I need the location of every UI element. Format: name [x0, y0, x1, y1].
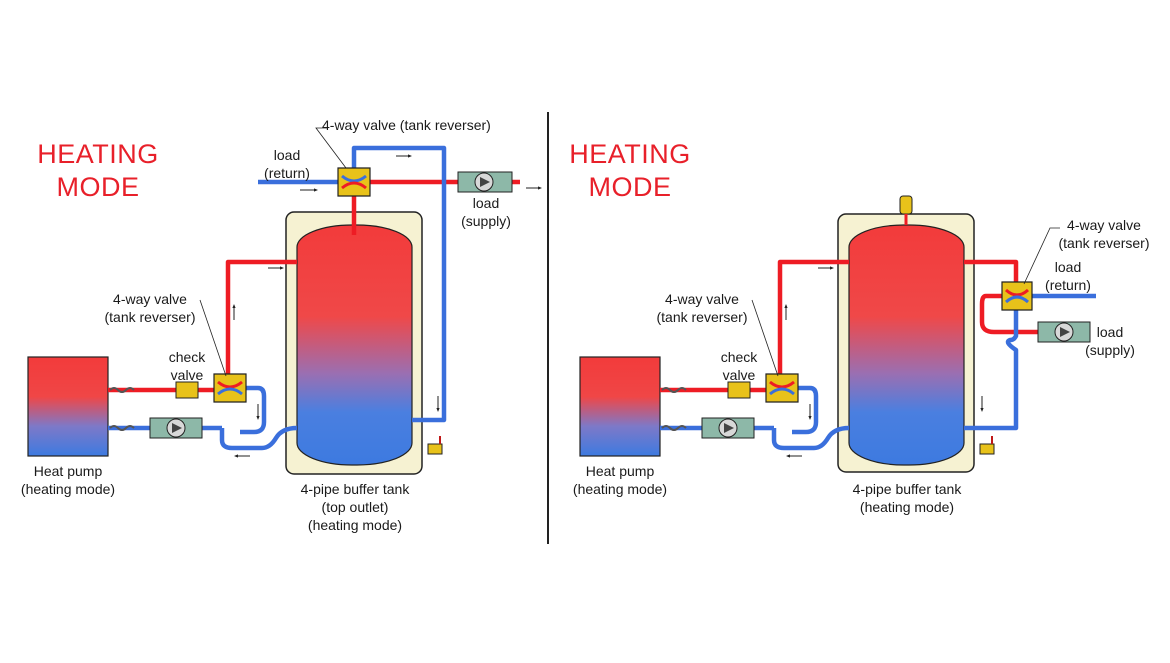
right-top-valve-line1: 4-way valve	[1067, 217, 1141, 233]
left-check-valve	[175, 381, 199, 399]
left-mode-line1: HEATING	[37, 139, 159, 169]
left-mode-line2: MODE	[56, 172, 140, 202]
right-tank-line1: 4-pipe buffer tank	[852, 481, 962, 497]
right-heat-pump-line2: (heating mode)	[572, 481, 668, 497]
right-load-return-line1: load	[1054, 259, 1082, 275]
right-flex-hoses	[661, 387, 687, 431]
right-drain-valve	[979, 436, 995, 455]
right-top-valve-label: 4-way valve (tank reverser)	[1052, 216, 1156, 252]
left-heat-pump-line2: (heating mode)	[20, 481, 116, 497]
left-side-valve-line2: (tank reverser)	[104, 309, 196, 325]
right-panel	[579, 195, 1096, 473]
left-side-valve-label: 4-way valve (tank reverser)	[98, 290, 202, 326]
right-mode-line1: HEATING	[569, 139, 691, 169]
right-check-valve	[727, 381, 751, 399]
left-hp-circulator	[149, 417, 203, 439]
left-load-supply-line1: load	[472, 195, 500, 211]
right-load-supply-label: load (supply)	[1080, 323, 1140, 359]
right-leader-lines	[751, 227, 1060, 377]
left-mode-title: HEATING MODE	[30, 138, 166, 204]
left-check-valve-line1: check	[168, 349, 206, 365]
right-load-circulator	[1037, 321, 1091, 343]
left-tank-label: 4-pipe buffer tank (top outlet) (heating…	[290, 480, 420, 534]
right-side-4way-valve	[765, 373, 799, 403]
right-hot-piping	[660, 259, 1090, 393]
right-heat-pump-label: Heat pump (heating mode)	[566, 462, 674, 498]
left-side-valve-line1: 4-way valve	[113, 291, 187, 307]
left-tank-line2: (top outlet)	[321, 499, 389, 515]
right-check-valve-line2: valve	[722, 367, 756, 383]
left-tank-line1: 4-pipe buffer tank	[300, 481, 410, 497]
left-tank	[296, 224, 413, 466]
left-flex-hoses	[109, 387, 135, 431]
panel-divider	[547, 112, 549, 544]
left-load-supply-label: load (supply)	[456, 194, 516, 230]
left-heat-pump-label: Heat pump (heating mode)	[14, 462, 122, 498]
right-heat-pump-line1: Heat pump	[585, 463, 655, 479]
right-side-valve-line2: (tank reverser)	[656, 309, 748, 325]
right-load-return-label: load (return)	[1036, 258, 1100, 294]
right-mode-title: HEATING MODE	[562, 138, 698, 204]
left-top-valve-label: 4-way valve (tank reverser)	[322, 117, 491, 133]
left-tank-line3: (heating mode)	[307, 517, 403, 533]
left-heat-pump-line1: Heat pump	[33, 463, 103, 479]
right-tank-label: 4-pipe buffer tank (heating mode)	[842, 480, 972, 516]
left-load-return-line1: load	[273, 147, 301, 163]
right-load-supply-line2: (supply)	[1085, 342, 1135, 358]
right-load-supply-line1: load	[1096, 324, 1124, 340]
left-load-circulator	[457, 171, 513, 193]
left-check-valve-line2: valve	[170, 367, 204, 383]
right-heat-pump	[579, 356, 661, 457]
right-side-valve-label: 4-way valve (tank reverser)	[650, 290, 754, 326]
right-hp-circulator	[701, 417, 755, 439]
right-air-vent	[899, 195, 913, 225]
left-load-return-label: load (return)	[258, 146, 316, 182]
left-leader-lines	[199, 127, 347, 377]
left-top-4way-valve	[337, 167, 371, 197]
left-check-valve-label: check valve	[158, 348, 216, 384]
left-load-supply-line2: (supply)	[461, 213, 511, 229]
right-load-return-line2: (return)	[1045, 277, 1091, 293]
right-mode-line2: MODE	[588, 172, 672, 202]
right-check-valve-label: check valve	[710, 348, 768, 384]
right-check-valve-line1: check	[720, 349, 758, 365]
right-tank	[848, 224, 965, 466]
right-flow-arrows	[784, 266, 984, 458]
right-tank-line2: (heating mode)	[859, 499, 955, 515]
left-flow-arrows	[232, 154, 542, 458]
left-heat-pump	[27, 356, 109, 457]
left-panel	[27, 127, 542, 475]
left-side-4way-valve	[213, 373, 247, 403]
right-top-valve-line2: (tank reverser)	[1058, 235, 1150, 251]
left-drain-valve	[427, 436, 443, 455]
right-top-4way-valve	[1001, 281, 1033, 311]
right-side-valve-line1: 4-way valve	[665, 291, 739, 307]
left-load-return-line2: (return)	[264, 165, 310, 181]
